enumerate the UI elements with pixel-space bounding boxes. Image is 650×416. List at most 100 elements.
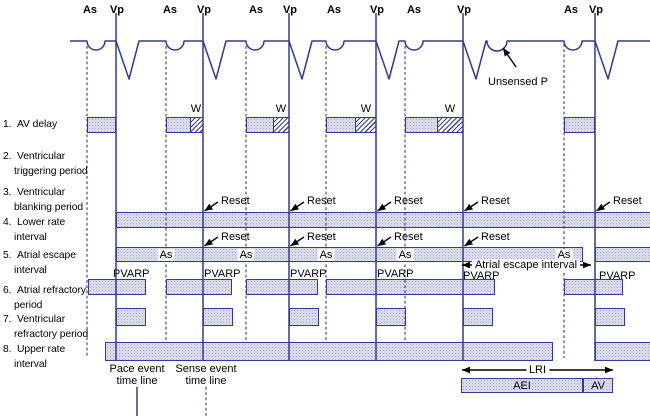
row-label-4-cont: interval — [14, 232, 47, 243]
pvarp-label: PVARP — [113, 268, 150, 280]
reset-arrow-atrial-escape-head — [290, 238, 300, 246]
unsensed-p-label: Unsensed P — [488, 76, 548, 88]
lri-arrow-head — [462, 366, 470, 374]
row8-interval-bar — [595, 342, 650, 361]
reset-arrow-lower-rate-head — [290, 203, 300, 211]
row-label-2: Ventricular — [17, 151, 66, 162]
reset-label: Reset — [481, 231, 510, 243]
row-label-4: Lower rate — [17, 217, 66, 228]
row1-interval-bar — [564, 117, 595, 133]
vp-event-label: Vp — [588, 4, 604, 16]
as-event-label: As — [406, 4, 422, 16]
row7-interval-bar — [463, 308, 493, 326]
row-label-8-cont: interval — [14, 359, 47, 370]
row-number-3: 3. — [3, 187, 12, 198]
wenckebach-label: W — [275, 103, 287, 115]
av-interval-bar — [583, 378, 613, 393]
reset-arrow-lower-rate-head — [596, 203, 606, 211]
reset-arrow-atrial-escape-head — [204, 238, 214, 246]
row6-interval-bar — [166, 279, 232, 295]
pace-legend-line1: Pace event — [109, 363, 165, 375]
pvarp-label: PVARP — [204, 268, 241, 280]
row-label-1: AV delay — [17, 119, 58, 130]
row8-interval-bar — [105, 342, 553, 361]
reset-label: Reset — [307, 195, 336, 207]
as-event-label: As — [162, 4, 178, 16]
pace-legend-line2: time line — [116, 375, 158, 387]
as-event-label: As — [248, 4, 264, 16]
row6-interval-bar — [326, 279, 495, 295]
pvarp-label: PVARP — [463, 270, 500, 282]
reset-arrow-atrial-escape-head — [464, 238, 474, 246]
atrial-escape-interval-label: Atrial escape interval — [471, 259, 581, 271]
row-label-6-cont: period — [14, 300, 43, 311]
wenckebach-label: W — [444, 103, 456, 115]
row-label-5: Atrial escape — [17, 250, 76, 261]
row6-interval-bar — [564, 279, 623, 295]
reset-label: Reset — [307, 231, 336, 243]
av-label: AV — [591, 380, 605, 392]
row7-interval-bar — [203, 308, 233, 326]
pvarp-label: PVARP — [599, 270, 636, 282]
vp-event-label: Vp — [456, 4, 472, 16]
lri-label: LRI — [525, 364, 550, 376]
wenckebach-hatch — [190, 118, 203, 132]
lri-arrow-head — [605, 366, 613, 374]
sense-legend-line2: time line — [185, 375, 227, 387]
row-label-6: Atrial refractory — [17, 285, 86, 296]
as-marker-label: As — [317, 249, 335, 261]
row-number-4: 4. — [3, 217, 12, 228]
row5-interval-bar — [595, 247, 650, 262]
unsensed-p-arrow-head — [503, 48, 511, 57]
as-marker-label: As — [157, 249, 175, 261]
row6-interval-bar — [88, 279, 146, 295]
pvarp-label: PVARP — [377, 268, 414, 280]
row-label-3: Ventricular — [17, 187, 66, 198]
row5-interval-bar — [116, 247, 583, 262]
as-event-label: As — [326, 4, 342, 16]
row-label-8: Upper rate — [17, 344, 66, 355]
vp-event-label: Vp — [369, 4, 385, 16]
pvarp-label: PVARP — [290, 268, 327, 280]
reset-arrow-lower-rate-head — [377, 203, 387, 211]
reset-label: Reset — [221, 195, 250, 207]
vp-event-label: Vp — [196, 4, 212, 16]
row1-interval-bar — [246, 117, 289, 133]
as-marker-label: As — [555, 249, 573, 261]
wenckebach-hatch — [355, 118, 376, 132]
row-number-5: 5. — [3, 250, 12, 261]
reset-arrow-lower-rate-head — [464, 203, 474, 211]
reset-label: Reset — [394, 195, 423, 207]
vp-event-label: Vp — [282, 4, 298, 16]
wenckebach-hatch — [273, 118, 289, 132]
ecg-trace — [70, 40, 650, 80]
row-number-1: 1. — [3, 119, 12, 130]
aei-label: AEI — [513, 380, 531, 392]
reset-label: Reset — [481, 195, 510, 207]
row-label-3-cont: blanking period — [14, 202, 84, 213]
wenckebach-hatch — [437, 118, 463, 132]
wenckebach-label: W — [360, 103, 372, 115]
atrial-escape-interval-arrow-head — [583, 261, 591, 269]
row-label-5-cont: interval — [14, 265, 47, 276]
as-marker-label: As — [396, 249, 414, 261]
reset-arrow-lower-rate-head — [204, 203, 214, 211]
row6-interval-bar — [246, 279, 318, 295]
reset-label: Reset — [221, 231, 250, 243]
row-number-2: 2. — [3, 151, 12, 162]
aei-interval-bar — [461, 378, 583, 393]
as-event-label: As — [563, 4, 579, 16]
row-number-7: 7. — [3, 314, 12, 325]
row-number-8: 8. — [3, 344, 12, 355]
row1-interval-bar — [166, 117, 203, 133]
wenckebach-label: W — [190, 103, 202, 115]
row-label-2-cont: triggering period — [14, 166, 88, 177]
row4-interval-bar — [116, 212, 650, 228]
vp-event-label: Vp — [109, 4, 125, 16]
reset-label: Reset — [613, 195, 642, 207]
as-marker-label: As — [237, 249, 255, 261]
row7-interval-bar — [289, 308, 319, 326]
row-number-6: 6. — [3, 285, 12, 296]
